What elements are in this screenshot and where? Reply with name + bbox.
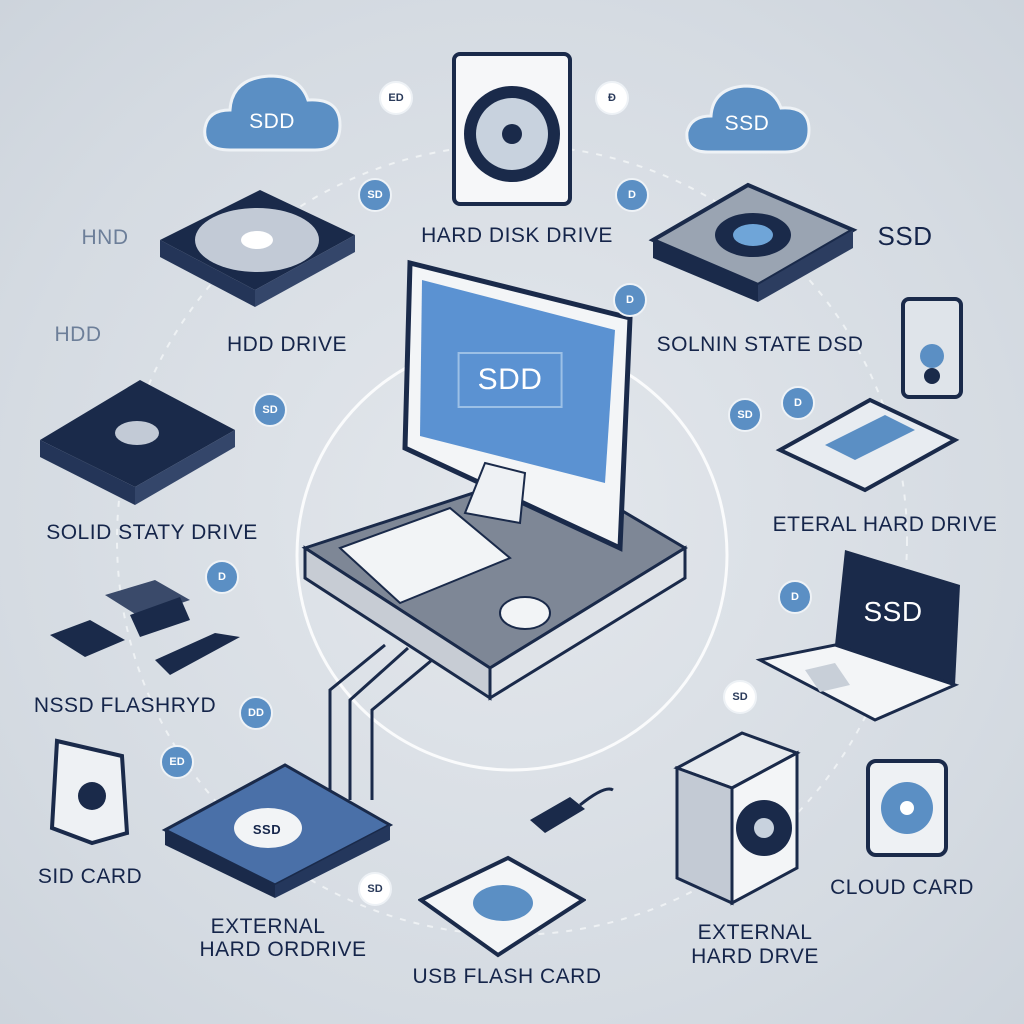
badge: Đ xyxy=(595,81,629,115)
hdd-drive-label: HDD DRIVE xyxy=(226,333,348,356)
hdd-label: HDD xyxy=(54,323,102,346)
memory-card-icon xyxy=(901,297,963,399)
external-hard-drive-icon xyxy=(775,397,960,493)
sd-card-icon xyxy=(49,738,130,846)
badge: SD xyxy=(358,872,392,906)
external-left-label-2: HARD ORDRIVE xyxy=(199,938,367,961)
external-right-label-1: EXTERNAL xyxy=(697,921,813,944)
cloud-card-icon xyxy=(866,759,948,857)
badge: SD xyxy=(253,393,287,427)
eteral-hard-drive-label: ETERAL HARD DRIVE xyxy=(772,513,998,536)
badge: D xyxy=(781,386,815,420)
nssd-flash-label: NSSD FLASHRYD xyxy=(33,694,217,717)
external-tower-icon xyxy=(673,731,801,906)
cloud-icon xyxy=(203,74,342,152)
badge: DD xyxy=(239,696,273,730)
circuit-board-icon xyxy=(161,763,394,898)
hard-disk-drive-icon xyxy=(452,52,572,206)
hnd-label: HND xyxy=(81,226,129,249)
flash-drives-icon xyxy=(50,580,240,675)
badge: ED xyxy=(160,745,194,779)
solid-staty-drive-label: SOLID STATY DRIVE xyxy=(46,521,258,544)
cloud-ssd: SSD xyxy=(683,80,813,155)
cloud-sdd: SDD xyxy=(200,70,345,155)
solid-state-drive-icon xyxy=(648,182,858,302)
badge: SD xyxy=(358,178,392,212)
ssd-label: SSD xyxy=(877,221,933,251)
desktop-computer-icon xyxy=(301,259,688,701)
monitor-screen-label: SDD xyxy=(457,352,563,408)
badge: SD xyxy=(723,680,757,714)
external-left-label-1: EXTERNAL xyxy=(210,915,326,938)
badge: D xyxy=(613,283,647,317)
chip-label: SSD xyxy=(252,822,282,837)
usb-flash-icon xyxy=(530,787,614,833)
cloud-icon xyxy=(685,84,811,154)
laptop-screen-label: SSD xyxy=(863,596,923,627)
cloud-label: SSD xyxy=(724,112,770,135)
hdd-drive-icon xyxy=(160,190,355,307)
badge: D xyxy=(615,178,649,212)
badge: ED xyxy=(379,81,413,115)
badge: D xyxy=(205,560,239,594)
badge: SD xyxy=(728,398,762,432)
disk-drive-icon xyxy=(418,855,586,958)
title-label: HARD DISK DRIVE xyxy=(421,224,613,247)
sid-card-label: SID CARD xyxy=(37,865,143,888)
badge: D xyxy=(778,580,812,614)
solnin-state-label: SOLNIN STATE DSD xyxy=(656,333,864,356)
solid-staty-drive-icon xyxy=(40,380,235,505)
cloud-label: SDD xyxy=(249,110,295,133)
laptop-icon xyxy=(755,550,960,722)
usb-flash-card-label: USB FLASH CARD xyxy=(412,965,602,988)
external-right-label-2: HARD DRVE xyxy=(691,945,819,968)
cloud-card-label: CLOUD CARD xyxy=(830,876,974,899)
